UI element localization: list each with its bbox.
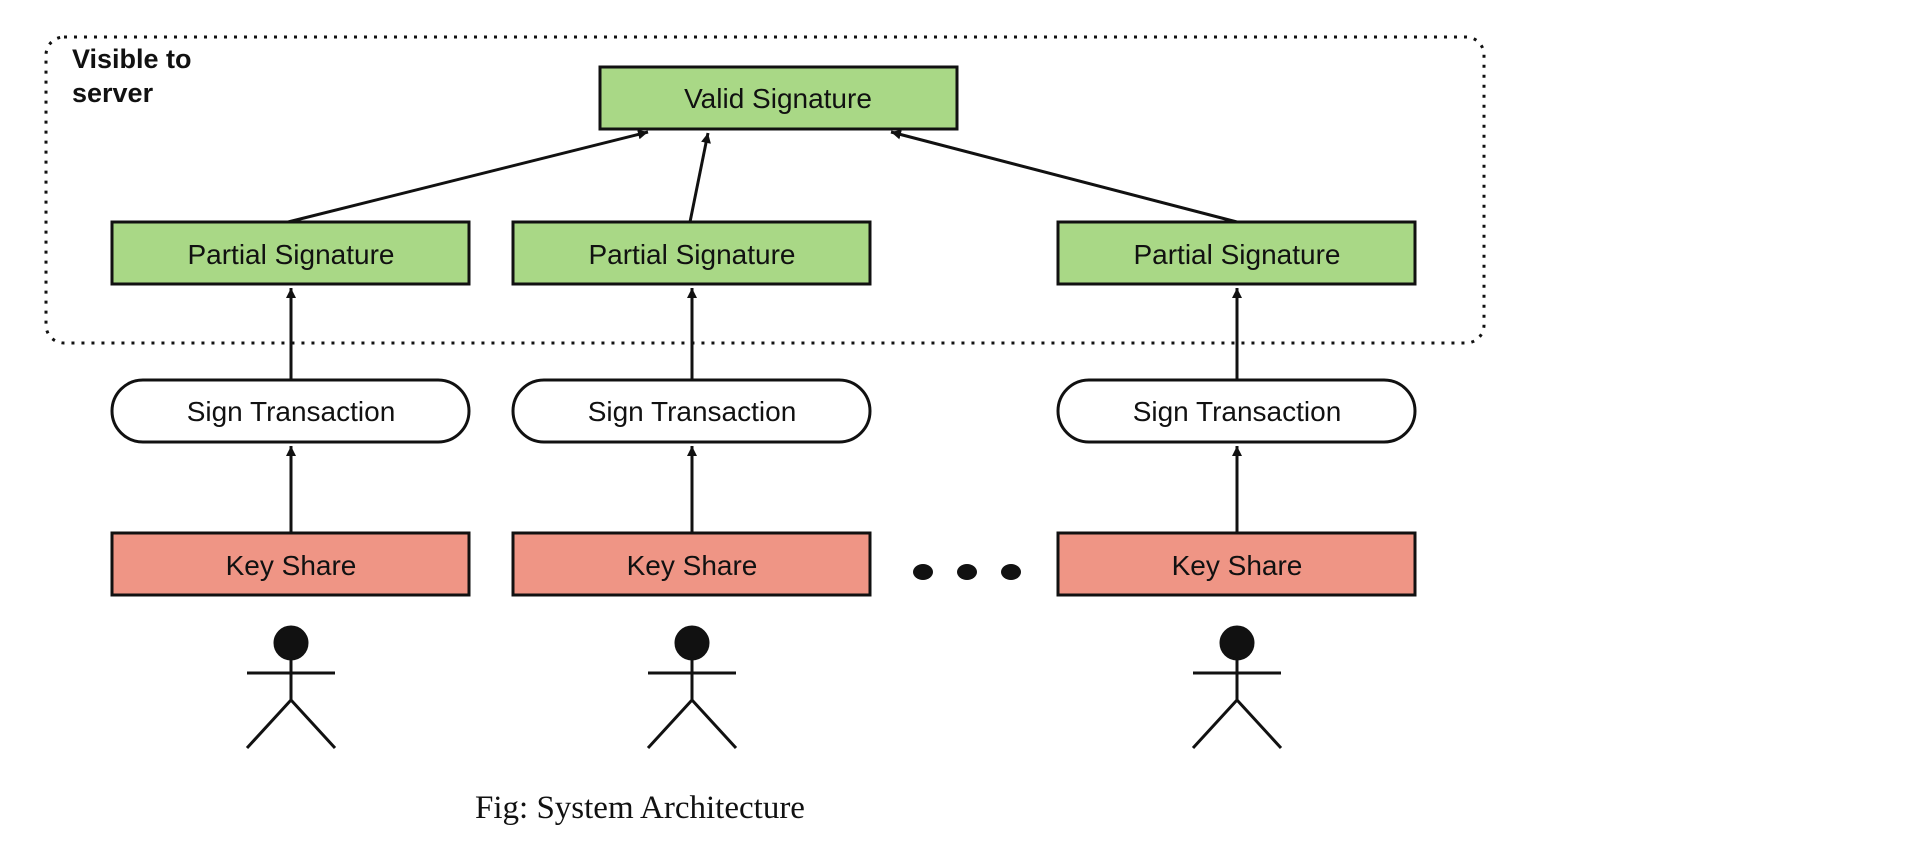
key-share-box	[110, 531, 471, 597]
signer-column-1: Partial Signature Sign Transaction Key S…	[110, 220, 471, 750]
partial-signature-box	[511, 220, 872, 286]
key-share-box	[1056, 531, 1417, 597]
region-label-line2: server	[72, 78, 154, 108]
sign-transaction-operation	[511, 378, 872, 444]
figure-caption: Fig: System Architecture	[475, 790, 805, 826]
server-visible-boundary	[44, 35, 1486, 345]
region-label-line1: Visible to	[72, 44, 192, 74]
partial-signature-box	[110, 220, 471, 286]
partial-signature-label: Partial Signature	[187, 239, 394, 270]
sign-transaction-label: Sign Transaction	[187, 396, 396, 427]
signer-column-3: Partial Signature Sign Transaction Key S…	[1056, 220, 1417, 750]
more-signers-ellipsis-icon	[913, 564, 1021, 580]
key-share-label: Key Share	[226, 550, 357, 581]
arrow-partial-1-to-valid	[287, 129, 649, 224]
sign-transaction-operation	[1056, 378, 1417, 444]
partial-signature-label: Partial Signature	[1133, 239, 1340, 270]
key-share-label: Key Share	[1172, 550, 1303, 581]
server-visible-region: Visible to server	[44, 35, 1486, 345]
arrow-partial-2-to-valid	[688, 132, 711, 223]
valid-signature-label: Valid Signature	[684, 83, 872, 114]
user-icon	[245, 625, 337, 750]
sign-transaction-label: Sign Transaction	[1133, 396, 1342, 427]
partial-signature-label: Partial Signature	[588, 239, 795, 270]
sign-transaction-label: Sign Transaction	[588, 396, 797, 427]
valid-signature-node: Valid Signature	[598, 65, 959, 131]
key-share-box	[511, 531, 872, 597]
sign-transaction-operation	[110, 378, 471, 444]
user-icon	[1191, 625, 1283, 750]
aggregation-arrows	[287, 129, 1238, 224]
user-icon	[646, 625, 738, 750]
valid-signature-box	[598, 65, 959, 131]
signer-column-2: Partial Signature Sign Transaction Key S…	[511, 220, 872, 750]
partial-signature-box	[1056, 220, 1417, 286]
key-share-label: Key Share	[627, 550, 758, 581]
arrow-partial-3-to-valid	[890, 129, 1238, 224]
